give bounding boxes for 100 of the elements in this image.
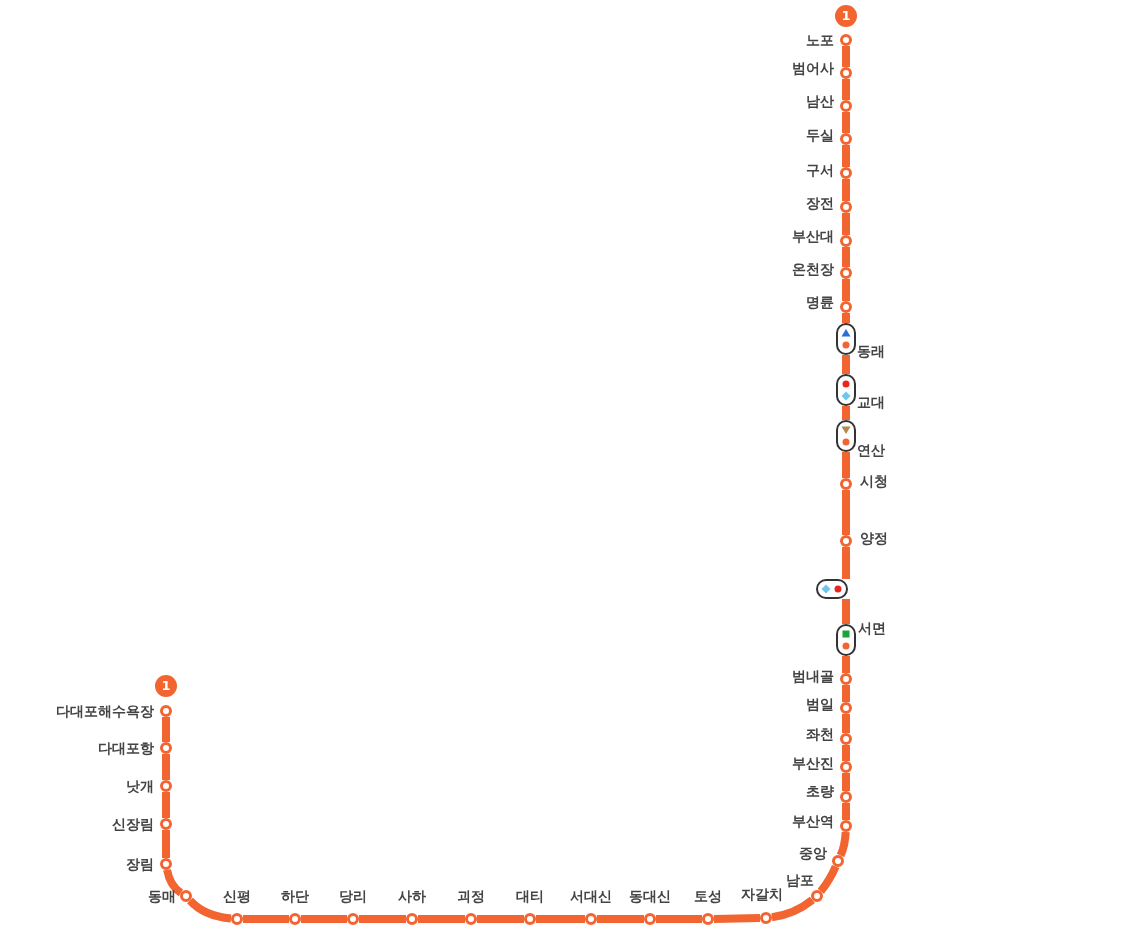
station-marker (840, 791, 852, 803)
station-label: 동래 (857, 342, 885, 360)
station-label: 시청 (860, 472, 888, 490)
track-line (713, 914, 761, 923)
station-marker (840, 34, 852, 46)
track-line (842, 355, 850, 374)
station-marker (465, 913, 477, 925)
track-line (162, 830, 170, 858)
station-marker (585, 913, 597, 925)
track-line (656, 915, 702, 923)
station-label: 부산대 (792, 227, 834, 245)
track-line (842, 112, 850, 133)
station-marker (160, 780, 172, 792)
line-number-badge: 1 (155, 675, 177, 697)
station-label: 서대신 (570, 887, 612, 905)
station-marker (760, 912, 772, 924)
track-line (536, 915, 585, 923)
station-label: 괴정 (457, 887, 485, 905)
station-marker (406, 913, 418, 925)
station-label: 다대포항 (98, 739, 154, 757)
track-line (842, 406, 850, 420)
station-label: 대티 (516, 887, 544, 905)
station-label: 장림 (126, 855, 154, 873)
station-marker (840, 267, 852, 279)
track-line (842, 313, 850, 323)
track-line (359, 915, 406, 923)
station-label: 사하 (398, 887, 426, 905)
station-label: 다대포해수욕장 (56, 702, 154, 720)
track-line (842, 79, 850, 100)
track-line (842, 213, 850, 235)
track-line (243, 915, 289, 923)
station-marker (840, 301, 852, 313)
track-line (842, 745, 850, 761)
station-label: 신장림 (112, 815, 154, 833)
station-marker (840, 67, 852, 79)
track-line (842, 179, 850, 201)
station-marker (840, 820, 852, 832)
station-label: 남산 (806, 92, 834, 110)
station-label: 토성 (694, 887, 722, 905)
station-label: 서면 (858, 619, 886, 637)
station-label: 두실 (806, 126, 834, 144)
station-marker (840, 167, 852, 179)
station-label: 부산진 (792, 754, 834, 772)
station-label: 연산 (857, 441, 885, 459)
station-label: 하단 (281, 887, 309, 905)
station-marker (160, 858, 172, 870)
station-label: 동대신 (629, 887, 671, 905)
station-marker (832, 855, 844, 867)
station-marker (840, 235, 852, 247)
track-line (842, 685, 850, 702)
station-marker (160, 705, 172, 717)
station-label: 동매 (148, 887, 176, 905)
station-label: 교대 (857, 393, 885, 411)
track-line (842, 490, 850, 535)
track-line (842, 547, 850, 579)
station-label: 양정 (860, 529, 888, 547)
track-line (162, 717, 170, 742)
station-marker (840, 702, 852, 714)
station-marker (702, 913, 714, 925)
station-marker (840, 133, 852, 145)
track-line (817, 864, 840, 894)
station-label: 초량 (806, 782, 834, 800)
station-label: 중앙 (799, 844, 827, 862)
track-line (418, 915, 465, 923)
transfer-marker (836, 624, 856, 656)
station-marker (160, 818, 172, 830)
station-marker (811, 890, 823, 902)
station-label: 범어사 (792, 59, 834, 77)
track-line (477, 915, 524, 923)
transfer-marker (816, 579, 848, 599)
track-line (842, 247, 850, 267)
station-marker (840, 761, 852, 773)
track-line (842, 279, 850, 301)
track-line (842, 46, 850, 67)
track-line (771, 896, 815, 922)
station-label: 구서 (806, 161, 834, 179)
station-marker (524, 913, 536, 925)
track-line (842, 452, 850, 478)
station-label: 낫개 (126, 777, 154, 795)
station-label: 자갈치 (741, 885, 783, 903)
station-marker (840, 535, 852, 547)
track-line (163, 869, 184, 897)
station-label: 신평 (223, 887, 251, 905)
track-line (842, 714, 850, 733)
station-label: 범내골 (792, 667, 834, 685)
station-marker (160, 742, 172, 754)
track-line (597, 915, 644, 923)
station-label: 범일 (806, 695, 834, 713)
station-marker (840, 201, 852, 213)
station-marker (840, 478, 852, 490)
station-marker (840, 733, 852, 745)
transfer-marker (836, 374, 856, 406)
station-marker (840, 100, 852, 112)
track-line (842, 599, 850, 624)
track-line (162, 754, 170, 780)
track-line (162, 792, 170, 818)
line-number-badge: 1 (835, 5, 857, 27)
track-line (842, 145, 850, 167)
station-marker (644, 913, 656, 925)
track-line (842, 773, 850, 791)
